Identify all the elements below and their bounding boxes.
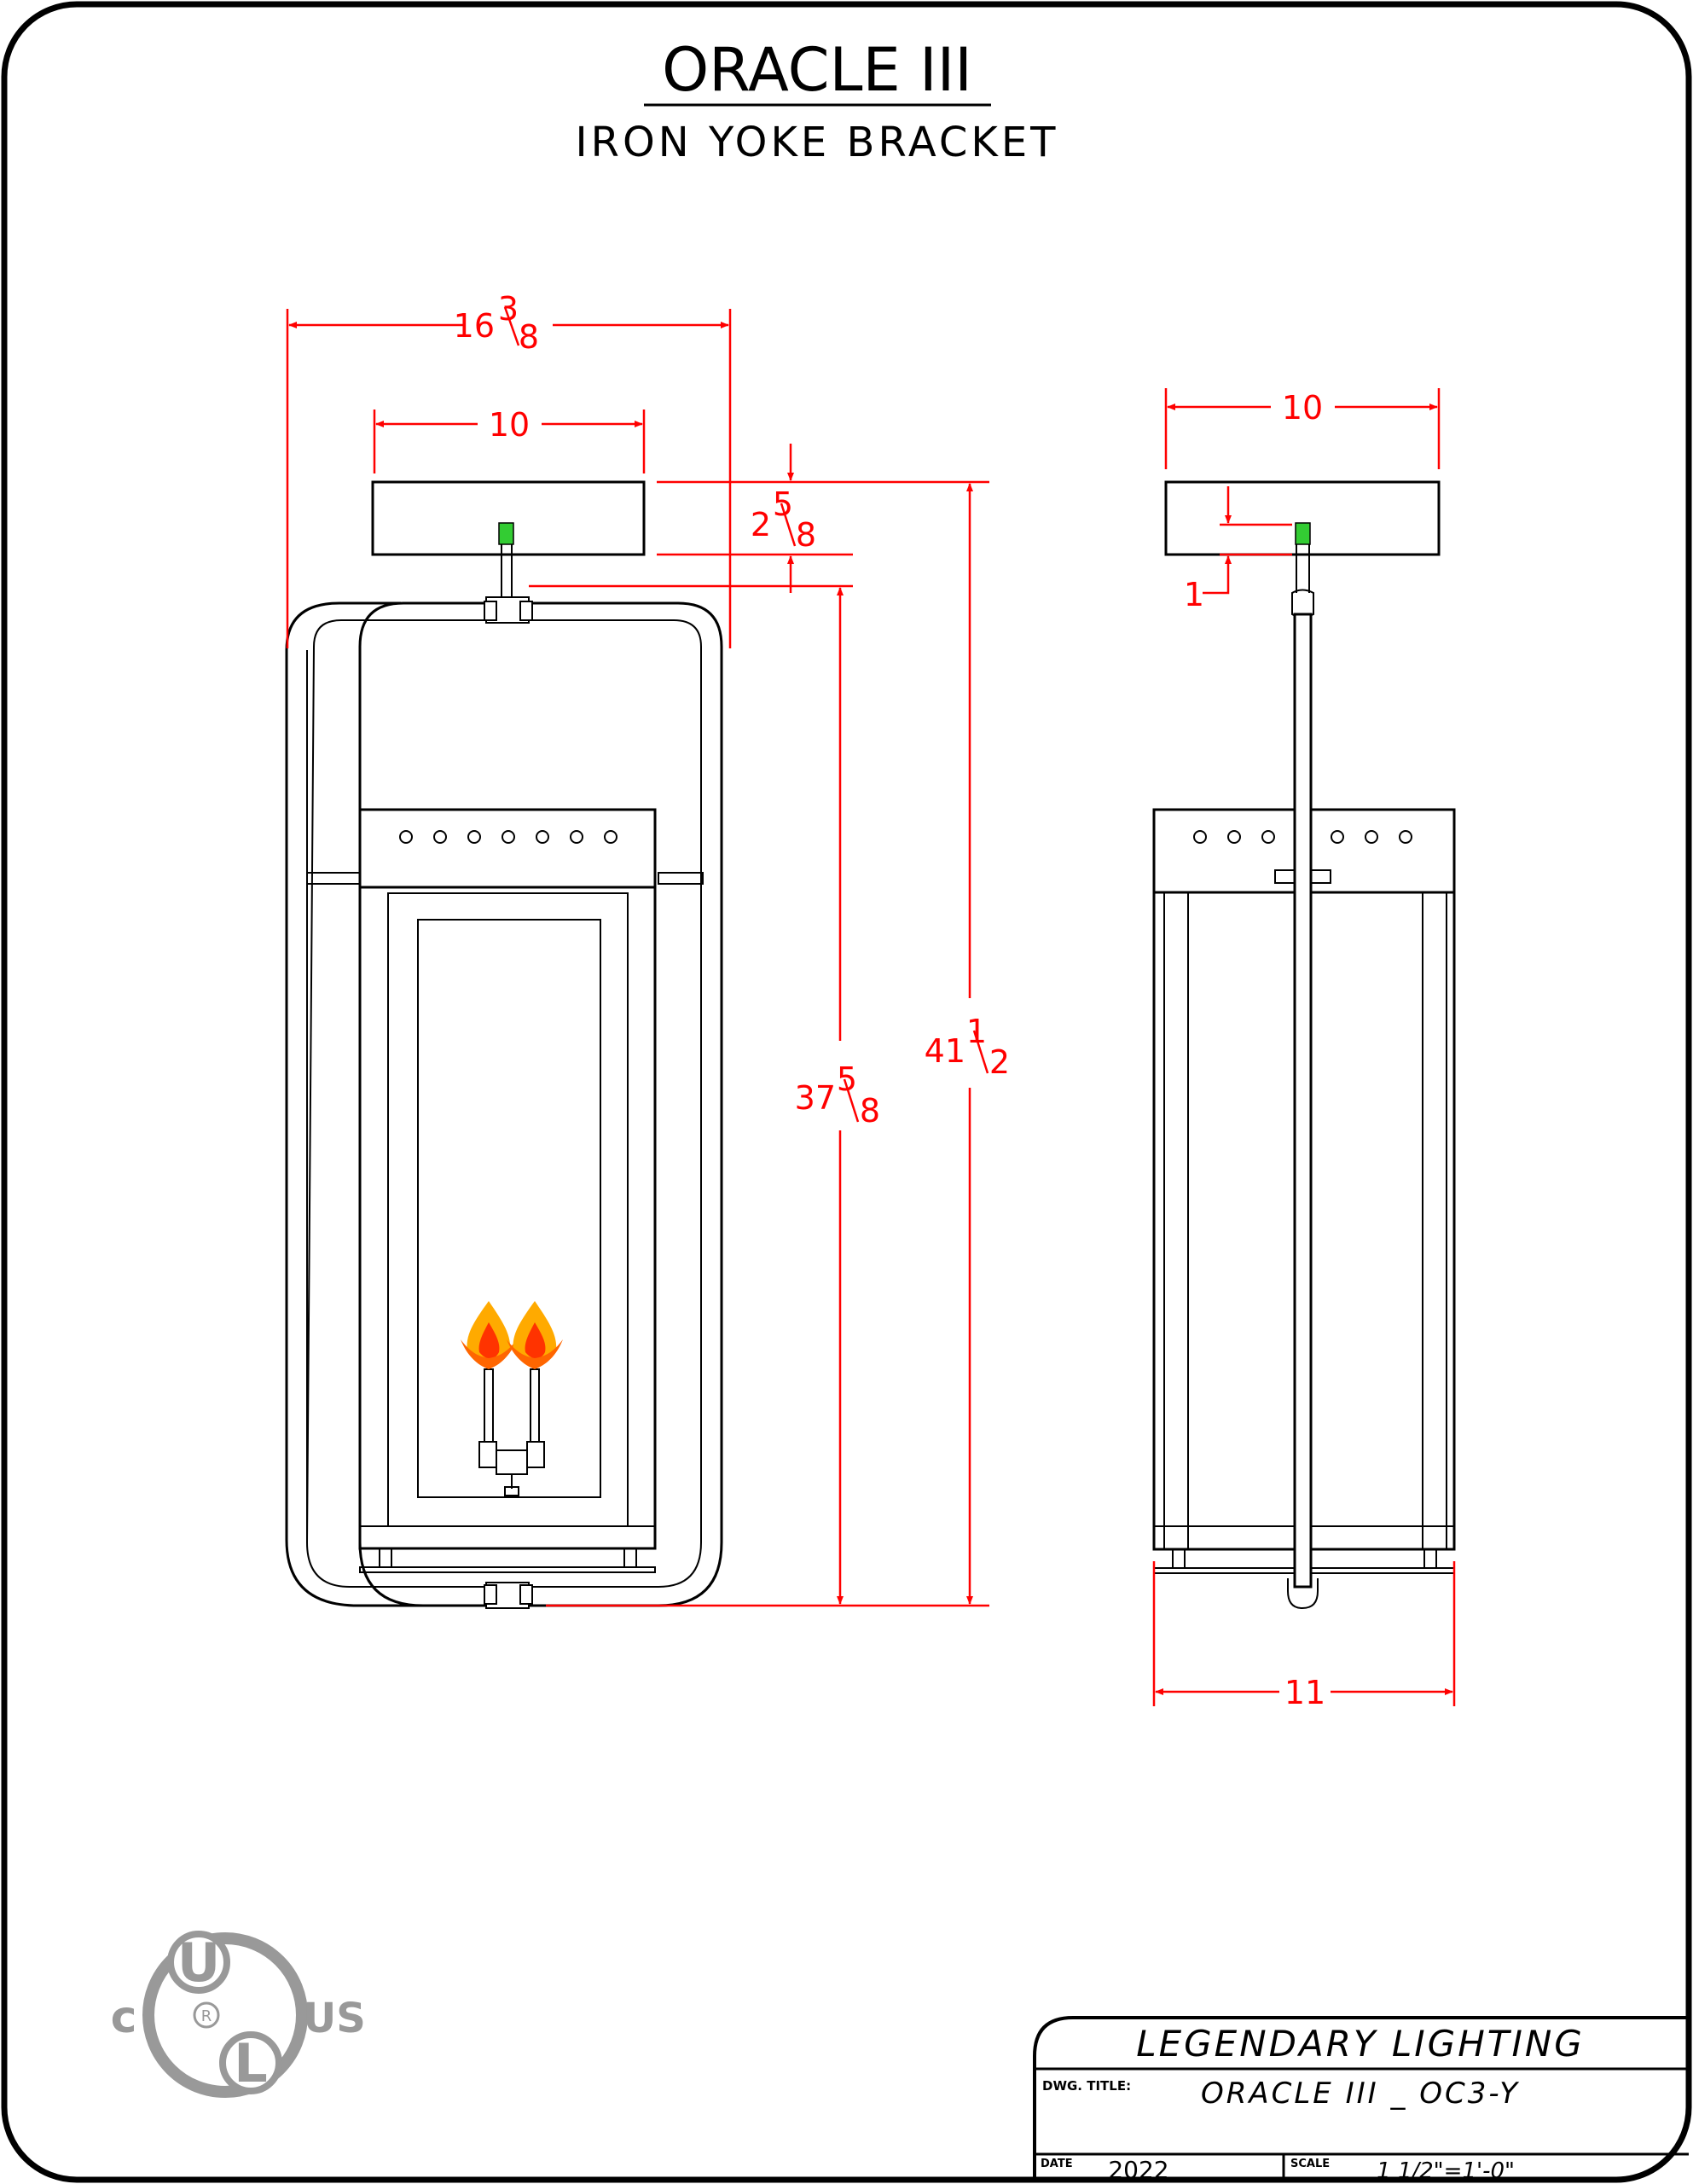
dwg-title: ORACLE III _ OC3-Y xyxy=(1201,2077,1520,2111)
flame-icon xyxy=(461,1301,563,1369)
dim-side-offset: 1 xyxy=(1184,576,1204,613)
dwg-title-label: DWG. TITLE: xyxy=(1042,2078,1131,2094)
svg-text:R: R xyxy=(201,2007,212,2025)
front-yoke-inner xyxy=(305,619,702,1588)
svg-text:41: 41 xyxy=(925,1032,965,1070)
svg-text:L: L xyxy=(234,2032,268,2094)
side-canopy xyxy=(1164,480,1441,556)
front-canopy xyxy=(371,480,646,556)
svg-text:37: 37 xyxy=(795,1079,836,1117)
dim-front-canopy-width: 10 xyxy=(489,406,530,444)
svg-text:5: 5 xyxy=(773,485,793,523)
front-lantern-body xyxy=(358,886,657,1550)
front-glass-panel xyxy=(417,919,601,1498)
front-gas-valve xyxy=(498,522,514,545)
scale-value: 1 1/2"=1'-0" xyxy=(1377,2158,1515,2184)
dim-overall-height: 41 1 2 xyxy=(925,1013,1010,1081)
front-dimensions: 16 3 8 10 2 5 8 37 5 8 xyxy=(286,290,1010,1607)
date-value: 2022 xyxy=(1108,2156,1168,2184)
dim-canopy-height: 2 5 8 xyxy=(751,485,816,554)
company-name: LEGENDARY LIGHTING xyxy=(1136,2023,1585,2065)
svg-text:2: 2 xyxy=(751,506,771,543)
dim-side-fixture-width: 11 xyxy=(1284,1674,1325,1711)
svg-text:US: US xyxy=(303,1995,366,2042)
dim-front-overall-width: 16 3 8 xyxy=(454,290,539,356)
side-dimensions: 10 1 11 xyxy=(1152,388,1456,1711)
side-view xyxy=(1152,480,1456,1610)
front-burner-assembly xyxy=(478,1368,545,1496)
title-block: LEGENDARY LIGHTING DWG. TITLE: ORACLE II… xyxy=(1033,2016,1689,2184)
svg-text:8: 8 xyxy=(860,1092,880,1130)
drawing-title: ORACLE III xyxy=(662,35,972,105)
dim-fixture-height: 37 5 8 xyxy=(795,1060,880,1130)
svg-text:16: 16 xyxy=(454,307,495,345)
scale-label: SCALE xyxy=(1290,2158,1330,2170)
side-gas-valve xyxy=(1295,522,1311,545)
date-label: DATE xyxy=(1041,2158,1073,2170)
svg-text:c: c xyxy=(111,1992,137,2043)
side-vent-holes xyxy=(1193,830,1412,844)
ul-listing-logo: U L R c US xyxy=(111,1931,366,2098)
drawing-subtitle: IRON YOKE BRACKET xyxy=(576,119,1059,166)
front-vent-holes xyxy=(399,830,617,844)
dim-side-canopy-width: 10 xyxy=(1282,389,1323,427)
front-yoke-outer xyxy=(358,601,723,1607)
svg-text:2: 2 xyxy=(989,1043,1010,1081)
front-lantern-top xyxy=(358,808,657,889)
front-view xyxy=(285,480,723,1609)
svg-text:1: 1 xyxy=(966,1013,987,1050)
svg-text:U: U xyxy=(177,1931,220,1994)
svg-text:8: 8 xyxy=(519,318,539,356)
svg-text:3: 3 xyxy=(498,290,519,328)
svg-text:8: 8 xyxy=(796,516,816,554)
svg-text:5: 5 xyxy=(837,1060,857,1098)
